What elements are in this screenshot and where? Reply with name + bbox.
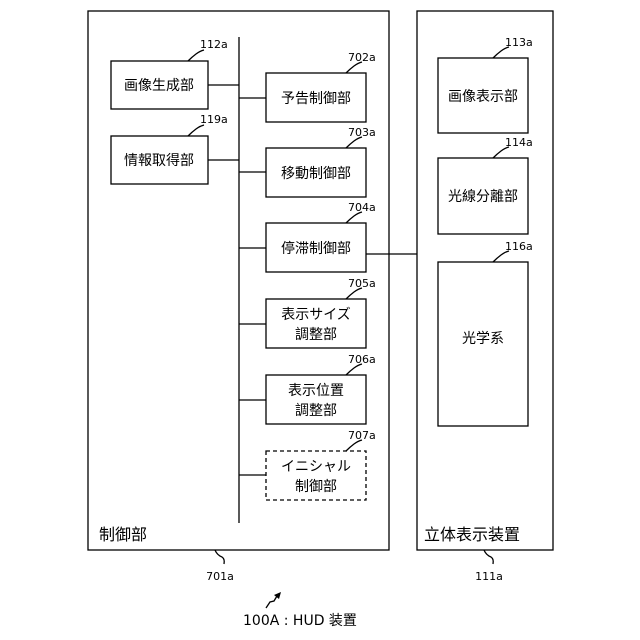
info-acq-label: 情報取得部: [124, 152, 194, 169]
ref-704a: 704a: [348, 201, 376, 214]
ref-leader: [188, 125, 204, 136]
size-label-line1: 表示サイズ: [281, 307, 351, 323]
initial-label-line2: 制御部: [295, 479, 337, 495]
control-unit-label: 制御部: [99, 525, 147, 544]
ref-112a: 112a: [200, 38, 228, 51]
image-disp-label: 画像表示部: [448, 89, 518, 105]
control-unit-ref: 701a: [206, 570, 234, 583]
size-label-line2: 調整部: [295, 327, 337, 343]
ref-leader: [188, 50, 204, 61]
ref-706a: 706a: [348, 353, 376, 366]
notice-label: 予告制御部: [281, 91, 351, 107]
initial-label-line1: イニシャル: [281, 459, 351, 475]
position-label-line1: 表示位置: [288, 383, 344, 399]
ref-702a: 702a: [348, 51, 376, 64]
optics-label: 光学系: [462, 331, 504, 347]
device-arrow: [266, 596, 277, 608]
ref-707a: 707a: [348, 429, 376, 442]
display-unit-label: 立体表示装置: [424, 525, 520, 544]
ray-sep-label: 光線分離部: [448, 188, 518, 205]
ref-leader: [215, 550, 224, 564]
position-label-line2: 調整部: [295, 403, 337, 419]
stay-label: 停滞制御部: [281, 240, 351, 257]
ref-113a: 113a: [505, 36, 533, 49]
ref-703a: 703a: [348, 126, 376, 139]
image-gen-label: 画像生成部: [124, 78, 194, 94]
ref-116a: 116a: [505, 240, 533, 253]
display-unit-ref: 111a: [475, 570, 503, 583]
move-label: 移動制御部: [281, 166, 351, 182]
ref-119a: 119a: [200, 113, 228, 126]
device-arrowhead: [274, 592, 281, 599]
ref-705a: 705a: [348, 277, 376, 290]
device-caption: 100A : HUD 装置: [243, 613, 357, 629]
ref-leader: [484, 550, 493, 564]
ref-114a: 114a: [505, 136, 533, 149]
